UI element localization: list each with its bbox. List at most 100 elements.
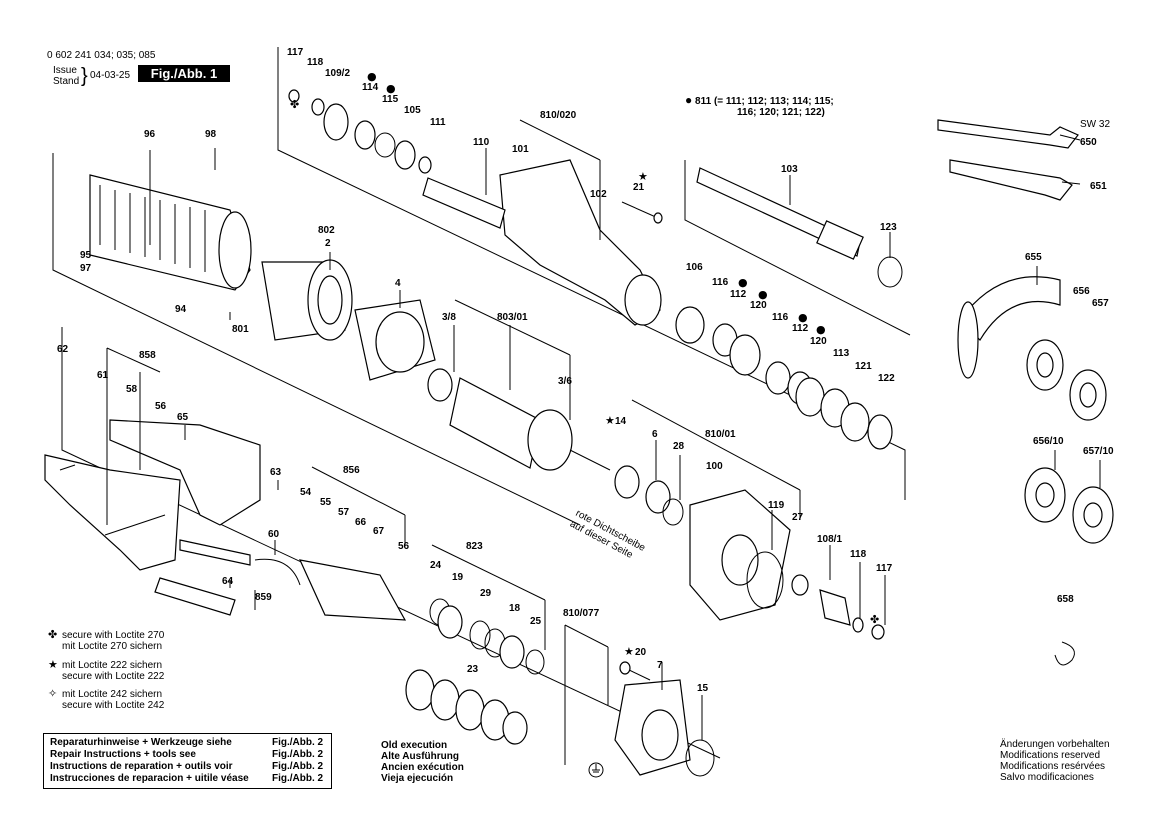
label-658: 658 — [1057, 594, 1074, 605]
label-23: 23 — [467, 664, 479, 675]
label-55: 55 — [320, 497, 332, 508]
label-105: 105 — [404, 105, 421, 116]
repair-ref-es: Fig./Abb. 2 — [272, 773, 324, 784]
label-7: 7 — [657, 660, 663, 671]
label-108-1: 108/1 — [817, 534, 842, 545]
bullet-icon: ● — [738, 276, 748, 289]
screw-21 — [621, 201, 663, 224]
label-61: 61 — [97, 370, 109, 381]
loctite-270-icon: ✤ — [48, 629, 58, 641]
loctite-242-line1: mit Loctite 242 sichern — [62, 689, 163, 700]
label-20: 20 — [635, 647, 647, 658]
label-56b: 56 — [398, 541, 410, 552]
label-113: 113 — [833, 348, 850, 359]
label-14: 14 — [615, 416, 627, 427]
loctite-270-line1: secure with Loctite 270 — [62, 630, 165, 641]
label-18: 18 — [509, 603, 521, 614]
label-101: 101 — [512, 144, 529, 155]
label-60: 60 — [268, 529, 280, 540]
label-656: 656 — [1073, 286, 1090, 297]
label-64: 64 — [222, 576, 234, 587]
label-802: 802 — [318, 225, 335, 236]
seal-note: rote Dichtscheibe auf dieser Seite — [568, 508, 647, 561]
label-651: 651 — [1090, 181, 1107, 192]
label-56: 56 — [155, 401, 167, 412]
repair-row-en: Repair Instructions + tools see — [50, 749, 196, 760]
gear-housing — [499, 159, 662, 326]
repair-row-fr: Instructions de reparation + outils voir — [50, 761, 233, 772]
label-58: 58 — [126, 384, 138, 395]
label-657: 657 — [1092, 298, 1109, 309]
label-859: 859 — [255, 592, 272, 603]
label-111: 111 — [430, 117, 446, 128]
switch-assembly — [298, 559, 407, 621]
repair-instructions-table: Reparaturhinweise + Werkzeuge siehe Fig.… — [43, 733, 332, 789]
label-655: 655 — [1025, 252, 1042, 263]
label-102: 102 — [590, 189, 607, 200]
label-54: 54 — [300, 487, 312, 498]
old-springs — [405, 669, 528, 745]
bearing-series — [675, 306, 893, 450]
loctite-222-icon: ★ — [624, 645, 634, 658]
repair-ref-fr: Fig./Abb. 2 — [272, 761, 324, 772]
label-94: 94 — [175, 304, 187, 315]
label-118a: 118 — [307, 57, 324, 68]
old-execution-es: Vieja ejecución — [381, 773, 454, 784]
loctite-222-icon: ★ — [605, 414, 615, 427]
wrenches — [937, 119, 1079, 201]
bullet-icon: ● — [798, 311, 808, 324]
label-27: 27 — [792, 512, 804, 523]
loctite-270-line2: mit Loctite 270 sichern — [62, 641, 163, 652]
loctite-242-icon: ✧ — [48, 688, 58, 700]
label-120b: 120 — [810, 336, 827, 347]
pinion — [791, 574, 885, 640]
label-sw32: SW 32 — [1080, 119, 1110, 130]
label-122: 122 — [878, 373, 895, 384]
label-21: 21 — [633, 182, 645, 193]
figure-label: Fig./Abb. 1 — [138, 65, 230, 82]
bearing-cover — [614, 679, 715, 777]
label-96: 96 — [144, 129, 156, 140]
part-labels: 117 118 109/2 114 115 105 111 110 810/02… — [57, 47, 1114, 694]
flange-nuts — [1024, 339, 1114, 544]
label-810-020: 810/020 — [540, 110, 577, 121]
modifications-fr: Modifications resérvées — [1000, 761, 1106, 772]
old-execution-de: Alte Ausführung — [381, 751, 459, 762]
field-winding — [261, 259, 353, 341]
stand-label: Stand — [53, 76, 80, 87]
repair-ref-de: Fig./Abb. 2 — [272, 737, 324, 748]
repair-ref-en: Fig./Abb. 2 — [272, 749, 324, 760]
bullet-icon: ● — [816, 323, 826, 336]
label-97: 97 — [80, 263, 92, 274]
label-803-01: 803/01 — [497, 312, 528, 323]
label-650: 650 — [1080, 137, 1097, 148]
modifications-de: Änderungen vorbehalten — [1000, 739, 1110, 750]
bearing-rings — [614, 465, 684, 526]
label-3-8: 3/8 — [442, 312, 456, 323]
bullet-icon: ● — [685, 93, 693, 107]
label-4: 4 — [395, 278, 401, 289]
loctite-242-line2: secure with Loctite 242 — [62, 700, 165, 711]
loctite-270-icon: ✤ — [870, 613, 879, 626]
repair-row-es: Instrucciones de reparacion + uitile véa… — [50, 773, 249, 784]
label-657-10: 657/10 — [1083, 446, 1114, 457]
label-801: 801 — [232, 324, 249, 335]
screw-20 — [619, 661, 651, 681]
label-103: 103 — [781, 164, 798, 175]
label-24: 24 — [430, 560, 442, 571]
issue-date: 04-03-25 — [90, 70, 131, 81]
note-811-line1: ● 811 (= 111; 112; 113; 114; 115; — [685, 94, 834, 108]
bullet-icon: ● — [367, 70, 377, 83]
bullet-icon: ● — [758, 288, 768, 301]
label-29: 29 — [480, 588, 492, 599]
label-123: 123 — [880, 222, 897, 233]
label-112b: 112 — [792, 323, 809, 334]
label-117b: 117 — [876, 563, 893, 574]
label-112a: 112 — [730, 289, 747, 300]
bearing-flange — [354, 299, 436, 381]
label-109-2: 109/2 — [325, 68, 350, 79]
label-656-10: 656/10 — [1033, 436, 1064, 447]
label-810-01: 810/01 — [705, 429, 736, 440]
label-858: 858 — [139, 350, 156, 361]
label-115: 115 — [382, 94, 399, 105]
